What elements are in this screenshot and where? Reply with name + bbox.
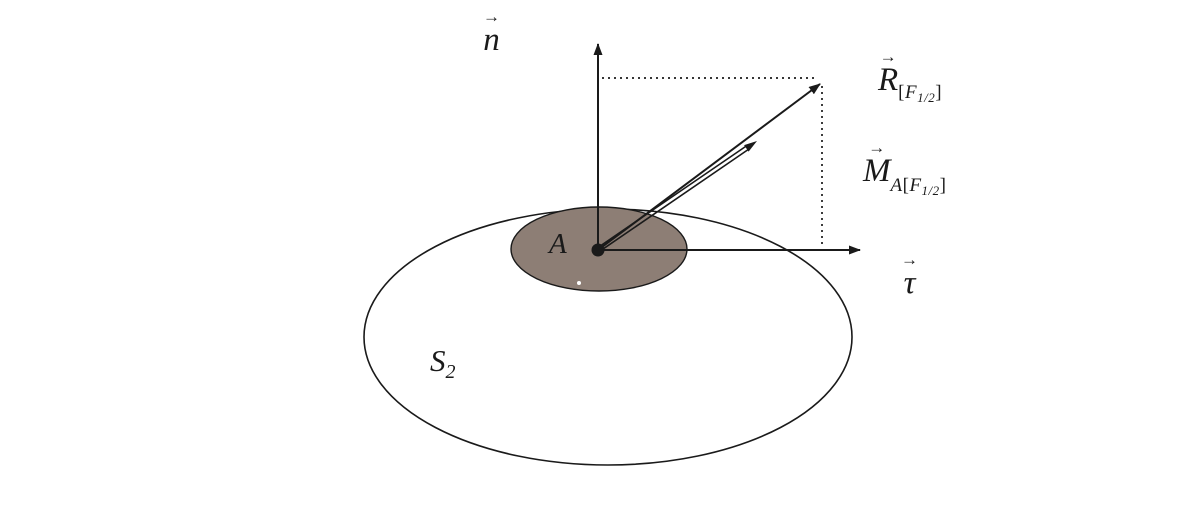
- label-normal-vector: → n: [483, 7, 500, 58]
- surface-letter: S: [430, 343, 446, 378]
- bracket-open: [: [898, 82, 905, 103]
- resultant-letter-stack: → R: [878, 47, 899, 98]
- point-A-dot: [591, 243, 605, 257]
- moment-letter-stack: → M: [863, 138, 891, 189]
- vector-arrow-icon: →: [868, 138, 886, 157]
- surface-index: 2: [445, 361, 456, 383]
- label-resultant-vector: → R [F1/2]: [878, 47, 942, 106]
- moment-subscript: A[F1/2]: [891, 175, 947, 199]
- vector-arrow-icon: →: [483, 7, 500, 26]
- label-moment-vector: → M A[F1/2]: [863, 138, 947, 199]
- force-index: 1/2: [917, 90, 936, 105]
- moment-arrowhead: [744, 141, 757, 152]
- vector-arrow-icon: →: [879, 47, 897, 66]
- tangent-axis-letter: τ: [903, 265, 916, 301]
- moment-letter: M: [863, 153, 891, 189]
- resultant-subscript: [F1/2]: [898, 82, 942, 106]
- label-point-A: A: [549, 228, 567, 260]
- resultant-letter: R: [878, 62, 899, 98]
- force-symbol: F: [905, 82, 918, 103]
- vector-arrow-icon: →: [901, 250, 918, 269]
- normal-axis-letter: n: [483, 22, 500, 58]
- bracket-close: ]: [935, 82, 943, 103]
- bracket-open: [: [902, 175, 910, 196]
- bracket-close: ]: [939, 175, 947, 196]
- label-surface-S2: S2: [430, 345, 456, 388]
- force-symbol: F: [909, 175, 922, 196]
- moment-point-symbol: A: [890, 175, 903, 196]
- force-index: 1/2: [921, 183, 940, 198]
- label-tangent-vector: → τ: [901, 250, 918, 301]
- moment-vector-double-arrow: [596, 141, 757, 253]
- patch-speck: [577, 281, 581, 285]
